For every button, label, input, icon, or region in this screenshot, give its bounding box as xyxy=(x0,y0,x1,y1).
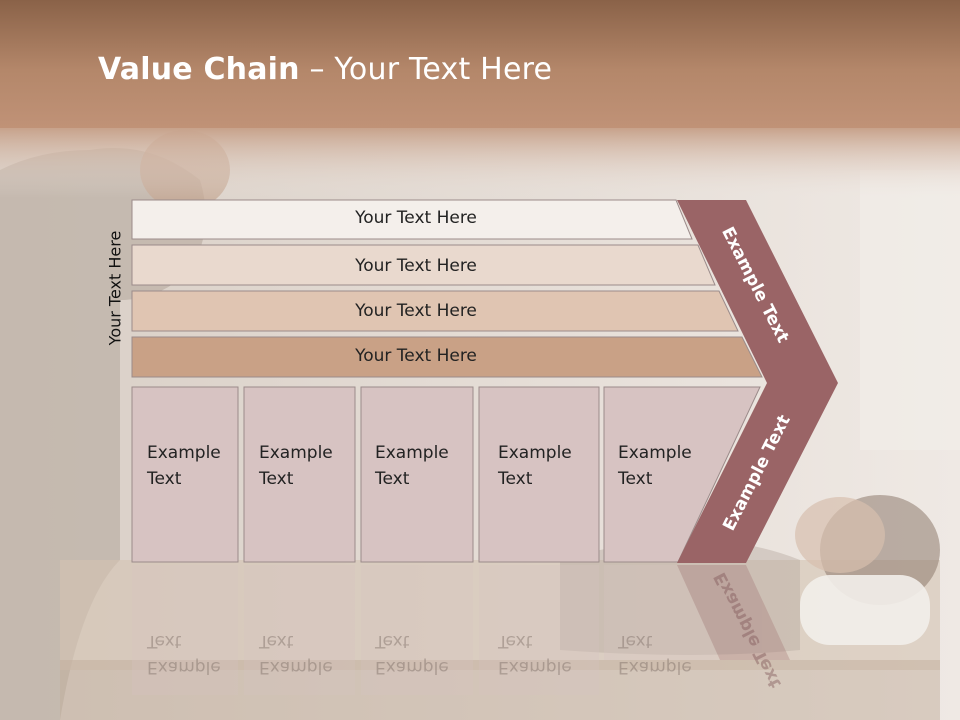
box-reflection-1-line2: Text xyxy=(147,631,182,651)
box-label-2-line2: Text xyxy=(259,469,294,489)
box-reflection-5-line2: Text xyxy=(618,631,653,651)
row-label-2: Your Text Here xyxy=(355,256,477,276)
box-3 xyxy=(360,386,474,563)
box-label-5-line1: Example xyxy=(618,443,692,463)
reflection xyxy=(132,565,790,695)
chevron-arrow xyxy=(677,200,838,563)
title-rest: – Your Text Here xyxy=(299,52,553,87)
box-label-2-line1: Example xyxy=(259,443,333,463)
box-2 xyxy=(243,386,356,563)
row-bar-3 xyxy=(131,290,739,332)
row-bar-1 xyxy=(131,199,693,240)
box-reflection-5: Example Text xyxy=(618,628,692,680)
box-label-1-line1: Example xyxy=(147,443,221,463)
box-reflection-1: Example Text xyxy=(147,628,221,680)
box-label-5-line2: Text xyxy=(618,469,653,489)
box-reflection-4: Example Text xyxy=(498,628,572,680)
box-reflection-3-line1: Example xyxy=(375,657,449,677)
box-label-3-line1: Example xyxy=(375,443,449,463)
box-reflection-3-line2: Text xyxy=(375,631,410,651)
box-4 xyxy=(478,386,600,563)
box-label-1-line2: Text xyxy=(147,469,182,489)
box-reflection-1-line1: Example xyxy=(147,657,221,677)
box-reflection-4-line1: Example xyxy=(498,657,572,677)
box-reflection-2-line2: Text xyxy=(259,631,294,651)
box-label-3-line2: Text xyxy=(375,469,410,489)
row-label-1: Your Text Here xyxy=(355,208,477,228)
box-reflection-2: Example Text xyxy=(259,628,333,680)
title-bold: Value Chain xyxy=(98,52,300,87)
box-label-4-line2: Text xyxy=(498,469,533,489)
box-label-4-line1: Example xyxy=(498,443,572,463)
row-bar-2 xyxy=(131,244,716,286)
row-bar-4 xyxy=(131,336,763,378)
box-1 xyxy=(131,386,239,563)
row-label-4: Your Text Here xyxy=(355,346,477,366)
box-reflection-3: Example Text xyxy=(375,628,449,680)
slide-title: Value Chain – Your Text Here xyxy=(98,52,552,87)
box-reflection-4-line2: Text xyxy=(498,631,533,651)
box-reflection-5-line1: Example xyxy=(618,657,692,677)
row-label-3: Your Text Here xyxy=(355,301,477,321)
box-reflection-2-line1: Example xyxy=(259,657,333,677)
